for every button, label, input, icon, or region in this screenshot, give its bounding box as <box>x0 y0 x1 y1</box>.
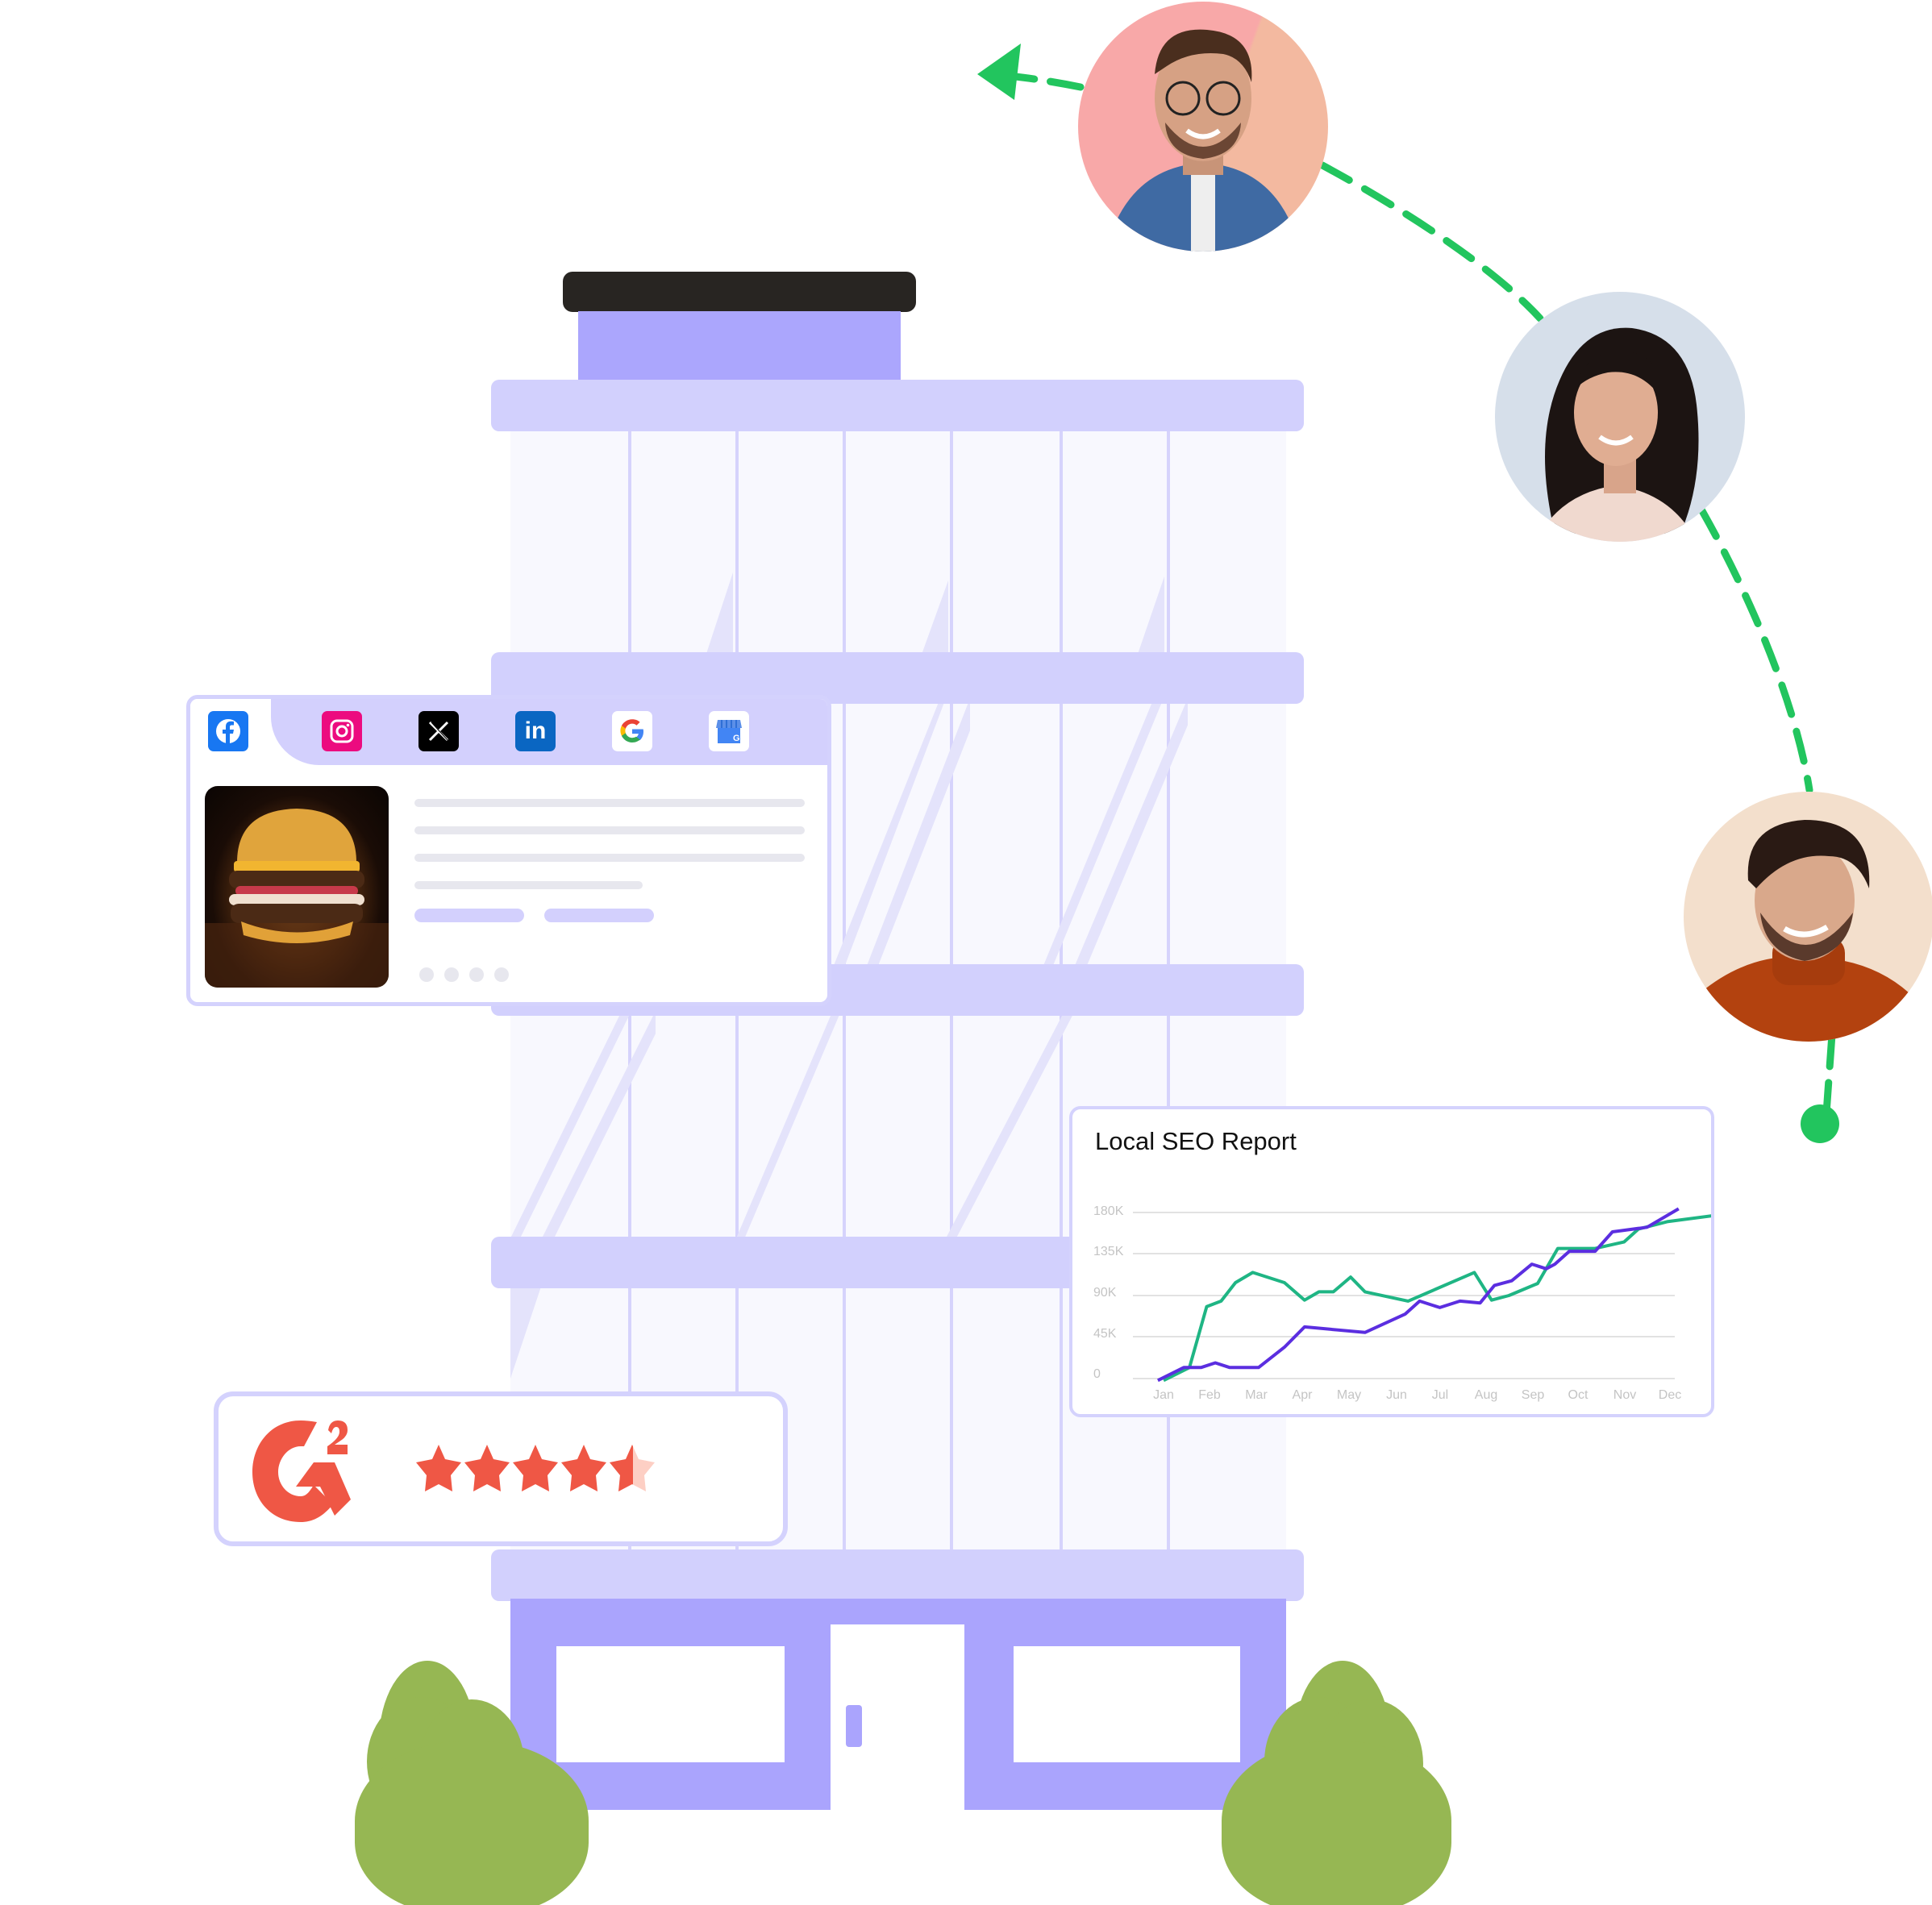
arrow-head-icon <box>977 44 1021 100</box>
door-handle <box>846 1705 862 1747</box>
path-start-dot <box>1801 1104 1839 1143</box>
g2-rating-card <box>214 1391 788 1546</box>
glass-floor-1 <box>510 427 1286 655</box>
y-tick: 135K <box>1093 1245 1124 1258</box>
x-tick: Jul <box>1431 1388 1449 1402</box>
svg-text:G: G <box>733 734 740 743</box>
x-tick: Jun <box>1386 1388 1407 1402</box>
google-icon[interactable] <box>612 711 652 751</box>
text-placeholder-line <box>414 799 805 807</box>
pagination-dot[interactable] <box>494 967 509 982</box>
roof-cap <box>563 272 916 312</box>
floor-slab-roof <box>491 380 1304 431</box>
chart-series-line <box>1157 1207 1680 1383</box>
x-tick: Sep <box>1521 1388 1545 1402</box>
google-business-icon[interactable]: G <box>709 711 749 751</box>
man-glasses-avatar <box>1078 2 1328 252</box>
linkedin-icon[interactable]: in <box>515 711 556 751</box>
floor-slab-ground <box>491 1549 1304 1601</box>
woman-avatar <box>1495 292 1745 542</box>
text-placeholder-line <box>414 881 643 889</box>
storefront-window-left <box>556 1646 785 1762</box>
x-tick: Oct <box>1568 1388 1588 1402</box>
seo-report-title: Local SEO Report <box>1095 1127 1297 1155</box>
social-post-card: in G <box>186 695 831 1006</box>
x-tick: Apr <box>1292 1388 1313 1402</box>
text-placeholder-line <box>414 854 805 862</box>
x-tick: Mar <box>1245 1388 1268 1402</box>
facebook-icon[interactable] <box>208 711 248 751</box>
seo-report-card: Local SEO Report 180K 135K 90K 45K 0 Jan… <box>1069 1106 1714 1417</box>
instagram-icon[interactable] <box>322 711 362 751</box>
x-tick: Feb <box>1198 1388 1221 1402</box>
y-tick: 45K <box>1093 1327 1117 1341</box>
action-placeholder-button[interactable] <box>544 909 654 922</box>
pagination-dot[interactable] <box>444 967 459 982</box>
text-placeholder-line <box>414 826 805 834</box>
burger-photo <box>205 786 389 988</box>
chart-series-line <box>1163 1214 1711 1383</box>
action-placeholder-button[interactable] <box>414 909 524 922</box>
y-tick: 90K <box>1093 1286 1117 1300</box>
man-turtleneck-avatar <box>1684 792 1932 1042</box>
roof-housing <box>578 311 901 381</box>
x-tick: Aug <box>1474 1388 1498 1402</box>
seo-line-chart <box>1133 1207 1711 1383</box>
y-tick: 0 <box>1093 1367 1101 1381</box>
x-tick: Jan <box>1153 1388 1174 1402</box>
pagination-dot[interactable] <box>469 967 484 982</box>
pagination-dot[interactable] <box>419 967 434 982</box>
x-tick: Nov <box>1613 1388 1637 1402</box>
star-rating <box>416 1445 655 1491</box>
storefront-window-right <box>1014 1646 1240 1762</box>
x-tick: May <box>1336 1388 1362 1402</box>
g2-logo-icon <box>252 1420 351 1522</box>
y-tick: 180K <box>1093 1204 1124 1218</box>
x-tick: Dec <box>1658 1388 1682 1402</box>
x-icon[interactable] <box>418 711 459 751</box>
